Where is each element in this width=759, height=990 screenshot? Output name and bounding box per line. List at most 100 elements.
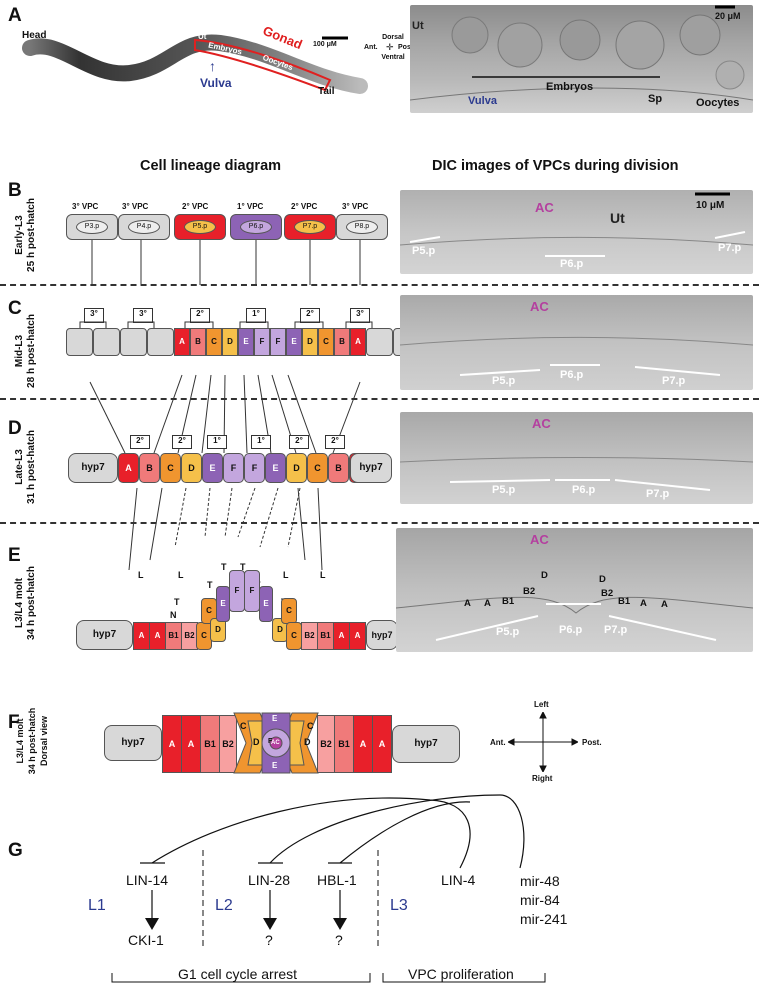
cell-c-a: A	[174, 328, 190, 356]
mark-e6: T	[221, 562, 227, 572]
cell-e-c2-raised: C	[281, 598, 297, 624]
ac-label-c: AC	[530, 299, 549, 314]
cell-f-c-right: C	[307, 721, 314, 731]
cell-f-ac: AC	[271, 740, 280, 746]
cell-c-grey1	[66, 328, 93, 356]
cell-e-e1: E	[216, 586, 230, 622]
cell-f-b1: B1	[200, 715, 220, 773]
cells-row-d: A B C D E F F E D C B A	[118, 453, 370, 483]
stage-l2: L2	[215, 897, 233, 914]
panel-c-letter: C	[8, 298, 22, 319]
cell-e-a1: A	[133, 622, 150, 650]
cell-c-a2: A	[350, 328, 366, 356]
cell-c-b: B	[190, 328, 206, 356]
cell-d-f: F	[223, 453, 244, 483]
worm-head-label: Head	[22, 30, 47, 41]
cell-e-c2: C	[286, 622, 302, 650]
cell-e-f1: F	[229, 570, 245, 612]
axis-ant: Ant.	[364, 44, 378, 51]
hyp7-f-right: hyp7	[392, 725, 460, 763]
p7-label-c: P7.p	[662, 375, 686, 387]
dic-e-a2: A	[484, 598, 491, 609]
cell-f-e-top: E	[272, 714, 278, 723]
nucleus-p3: P3.p	[76, 220, 108, 234]
cell-e-a3: A	[333, 622, 350, 650]
dic-embryos-label: Embryos	[546, 81, 594, 93]
compass-ant: Ant.	[490, 738, 506, 747]
cell-c-c: C	[206, 328, 222, 356]
cell-f-a1: A	[162, 715, 182, 773]
cells-row-c: A B C D E F F E D C B A	[66, 328, 420, 356]
divider-de	[0, 522, 759, 524]
gene-mir241: mir-241	[520, 911, 568, 927]
ac-label-b: AC	[535, 200, 554, 215]
cell-c-e2: E	[286, 328, 302, 356]
panel-b-letter: B	[8, 180, 22, 201]
cell-e-a4: A	[349, 622, 366, 650]
dic-sp-label: Sp	[648, 93, 663, 105]
fate-p8: 3° VPC	[342, 202, 369, 211]
hyp7-d-left: hyp7	[68, 453, 118, 483]
panel-a-letter: A	[8, 5, 22, 26]
dic-e-a3: A	[640, 598, 647, 609]
fate-box-d3: 1°	[207, 435, 227, 449]
dic-e-b1: B1	[502, 596, 515, 607]
fate-box-d2: 2°	[172, 435, 192, 449]
dic-ut-label: Ut	[412, 20, 424, 32]
cell-f-e-bottom: E	[272, 761, 278, 770]
gene-hbl1: HBL-1	[317, 872, 357, 888]
mark-e1: L	[138, 570, 144, 580]
ut-label-b: Ut	[610, 210, 625, 226]
panel-e-letter: E	[8, 545, 21, 566]
target-cki1: CKI-1	[128, 932, 164, 948]
bracket-g1-arrest: G1 cell cycle arrest	[178, 966, 298, 982]
vpc-cell-row: P3.p P4.p P5.p P6.p P7.p P8.p	[66, 214, 396, 240]
stage-l3: L3	[390, 897, 408, 914]
regulatory-network	[111, 794, 546, 983]
hyp7-d-right: hyp7	[350, 453, 392, 483]
axis-ventral: Ventral	[381, 54, 405, 61]
vulva-ring-icon	[233, 712, 319, 774]
p5-label-b: P5.p	[412, 245, 436, 257]
dorsal-view-diagram: hyp7 A A B1 B2 C D E E F AC D C B2 B1 A …	[104, 711, 424, 776]
p7-label-b: P7.p	[718, 242, 742, 254]
header-dic: DIC images of VPCs during division	[432, 158, 679, 174]
p7-label-e: P7.p	[604, 624, 628, 636]
nucleus-p5: P5.p	[184, 220, 216, 234]
worm-tail-label: Tail	[318, 86, 335, 97]
time-f: 34 h post-hatch	[27, 707, 37, 775]
header-lineage: Cell lineage diagram	[140, 158, 282, 174]
stage-l1: L1	[88, 897, 106, 914]
dic-oocytes-label: Oocytes	[696, 97, 740, 109]
cell-p6: P6.p	[230, 214, 282, 240]
worm-ut-label: Ut	[198, 32, 207, 41]
divider-cd	[0, 398, 759, 400]
cell-p8: P8.p	[336, 214, 388, 240]
dic-scale-a: 20 μM	[715, 11, 741, 21]
cell-c-grey3	[120, 328, 147, 356]
dic-image-e: AC A A B1 B2 D D B2 B1 A A P5.p P6.p P7.…	[396, 528, 753, 652]
gene-lin4: LIN-4	[441, 872, 476, 888]
cell-f-b2: B2	[219, 715, 237, 773]
cell-f-d-left: D	[253, 737, 260, 747]
lineage-c: 3° 3° 2° 1° 2° 3° A B C D E F F E D C B …	[0, 308, 420, 378]
cell-f-a3: A	[353, 715, 373, 773]
dic-image-c: AC P5.p P6.p P7.p	[400, 295, 753, 390]
nucleus-p6: P6.p	[240, 220, 272, 234]
dic-vulva-label: Vulva	[468, 95, 497, 107]
axis-dorsal: Dorsal	[382, 34, 404, 41]
fate-p7: 2° VPC	[291, 202, 318, 211]
worm-vulva-label: Vulva	[200, 76, 232, 90]
dic-e-b1r: B1	[618, 596, 631, 607]
vulva-arrow-icon: ↑	[209, 58, 216, 74]
cell-f-f: F	[268, 738, 273, 745]
cell-d-b2: B	[328, 453, 349, 483]
mark-e4: N	[170, 610, 177, 620]
compass-post: Post.	[582, 738, 602, 747]
cell-d-a: A	[118, 453, 139, 483]
dic-image-d: AC P5.p P6.p P7.p	[400, 412, 753, 504]
dic-e-d2: D	[599, 574, 606, 585]
cell-c-b2: B	[334, 328, 350, 356]
dic-image-b: AC Ut P5.p P6.p P7.p 10 μM	[400, 190, 753, 274]
